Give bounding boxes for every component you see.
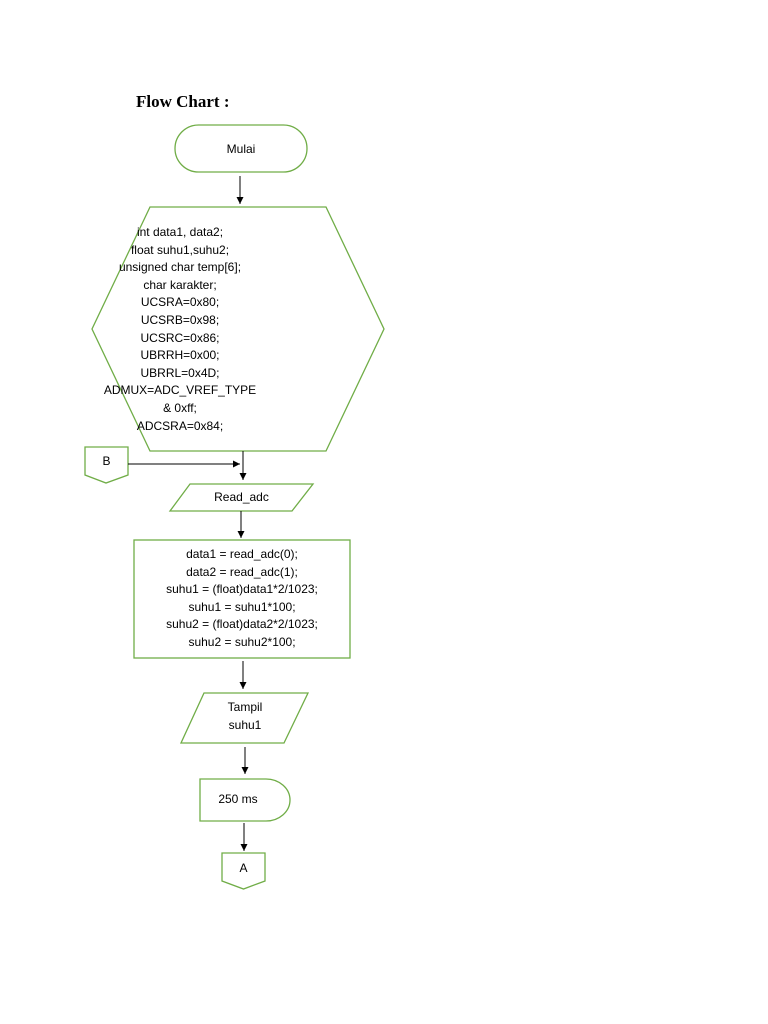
display-line: suhu1 bbox=[228, 717, 262, 732]
page-title: Flow Chart : bbox=[136, 92, 230, 111]
init-line: int data1, data2; bbox=[136, 225, 224, 239]
init-preparation-hexagon bbox=[91, 206, 385, 452]
process-line: suhu1 = suhu1*100; bbox=[188, 599, 296, 614]
process-line: suhu1 = (float)data1*2/1023; bbox=[166, 582, 318, 597]
connector-b-shape bbox=[84, 446, 129, 484]
process-line: data2 = read_adc(1); bbox=[186, 564, 298, 579]
init-line: float suhu1,suhu2; bbox=[130, 242, 230, 257]
init-text: int data1, data2; float suhu1,suhu2; uns… bbox=[92, 224, 268, 435]
start-terminator bbox=[174, 124, 308, 173]
start-label: Mulai bbox=[226, 142, 256, 156]
init-line: UCSRA=0x80; bbox=[140, 295, 220, 310]
process-line: data1 = read_adc(0); bbox=[186, 547, 298, 561]
process-box bbox=[133, 539, 351, 659]
delay-shape bbox=[199, 778, 291, 822]
read-adc-label: Read_adc bbox=[214, 490, 269, 504]
init-line: UCSRC=0x86; bbox=[140, 330, 220, 345]
init-line: unsigned char temp[6]; bbox=[118, 260, 242, 275]
display-output-shape bbox=[179, 692, 310, 744]
connector-a-label: A bbox=[239, 861, 248, 875]
init-line: ADMUX=ADC_VREF_TYPE bbox=[103, 383, 257, 398]
process-text: data1 = read_adc(0); data2 = read_adc(1)… bbox=[134, 546, 350, 652]
init-line: UBRRH=0x00; bbox=[140, 348, 220, 363]
connector-b-label: B bbox=[102, 454, 111, 468]
init-line: UCSRB=0x98; bbox=[140, 312, 220, 327]
connector-a-shape bbox=[221, 852, 266, 890]
process-line: suhu2 = (float)data2*2/1023; bbox=[166, 617, 318, 632]
init-line: ADCSRA=0x84; bbox=[136, 418, 224, 433]
read-adc-input-shape bbox=[168, 483, 315, 512]
display-line: Tampil bbox=[227, 700, 263, 714]
init-line: char karakter; bbox=[143, 277, 217, 292]
display-text: Tampil suhu1 bbox=[195, 699, 295, 734]
init-line: & 0xff; bbox=[163, 400, 197, 415]
process-line: suhu2 = suhu2*100; bbox=[188, 634, 296, 649]
init-line: UBRRL=0x4D; bbox=[140, 365, 220, 380]
delay-label: 250 ms bbox=[218, 792, 258, 806]
